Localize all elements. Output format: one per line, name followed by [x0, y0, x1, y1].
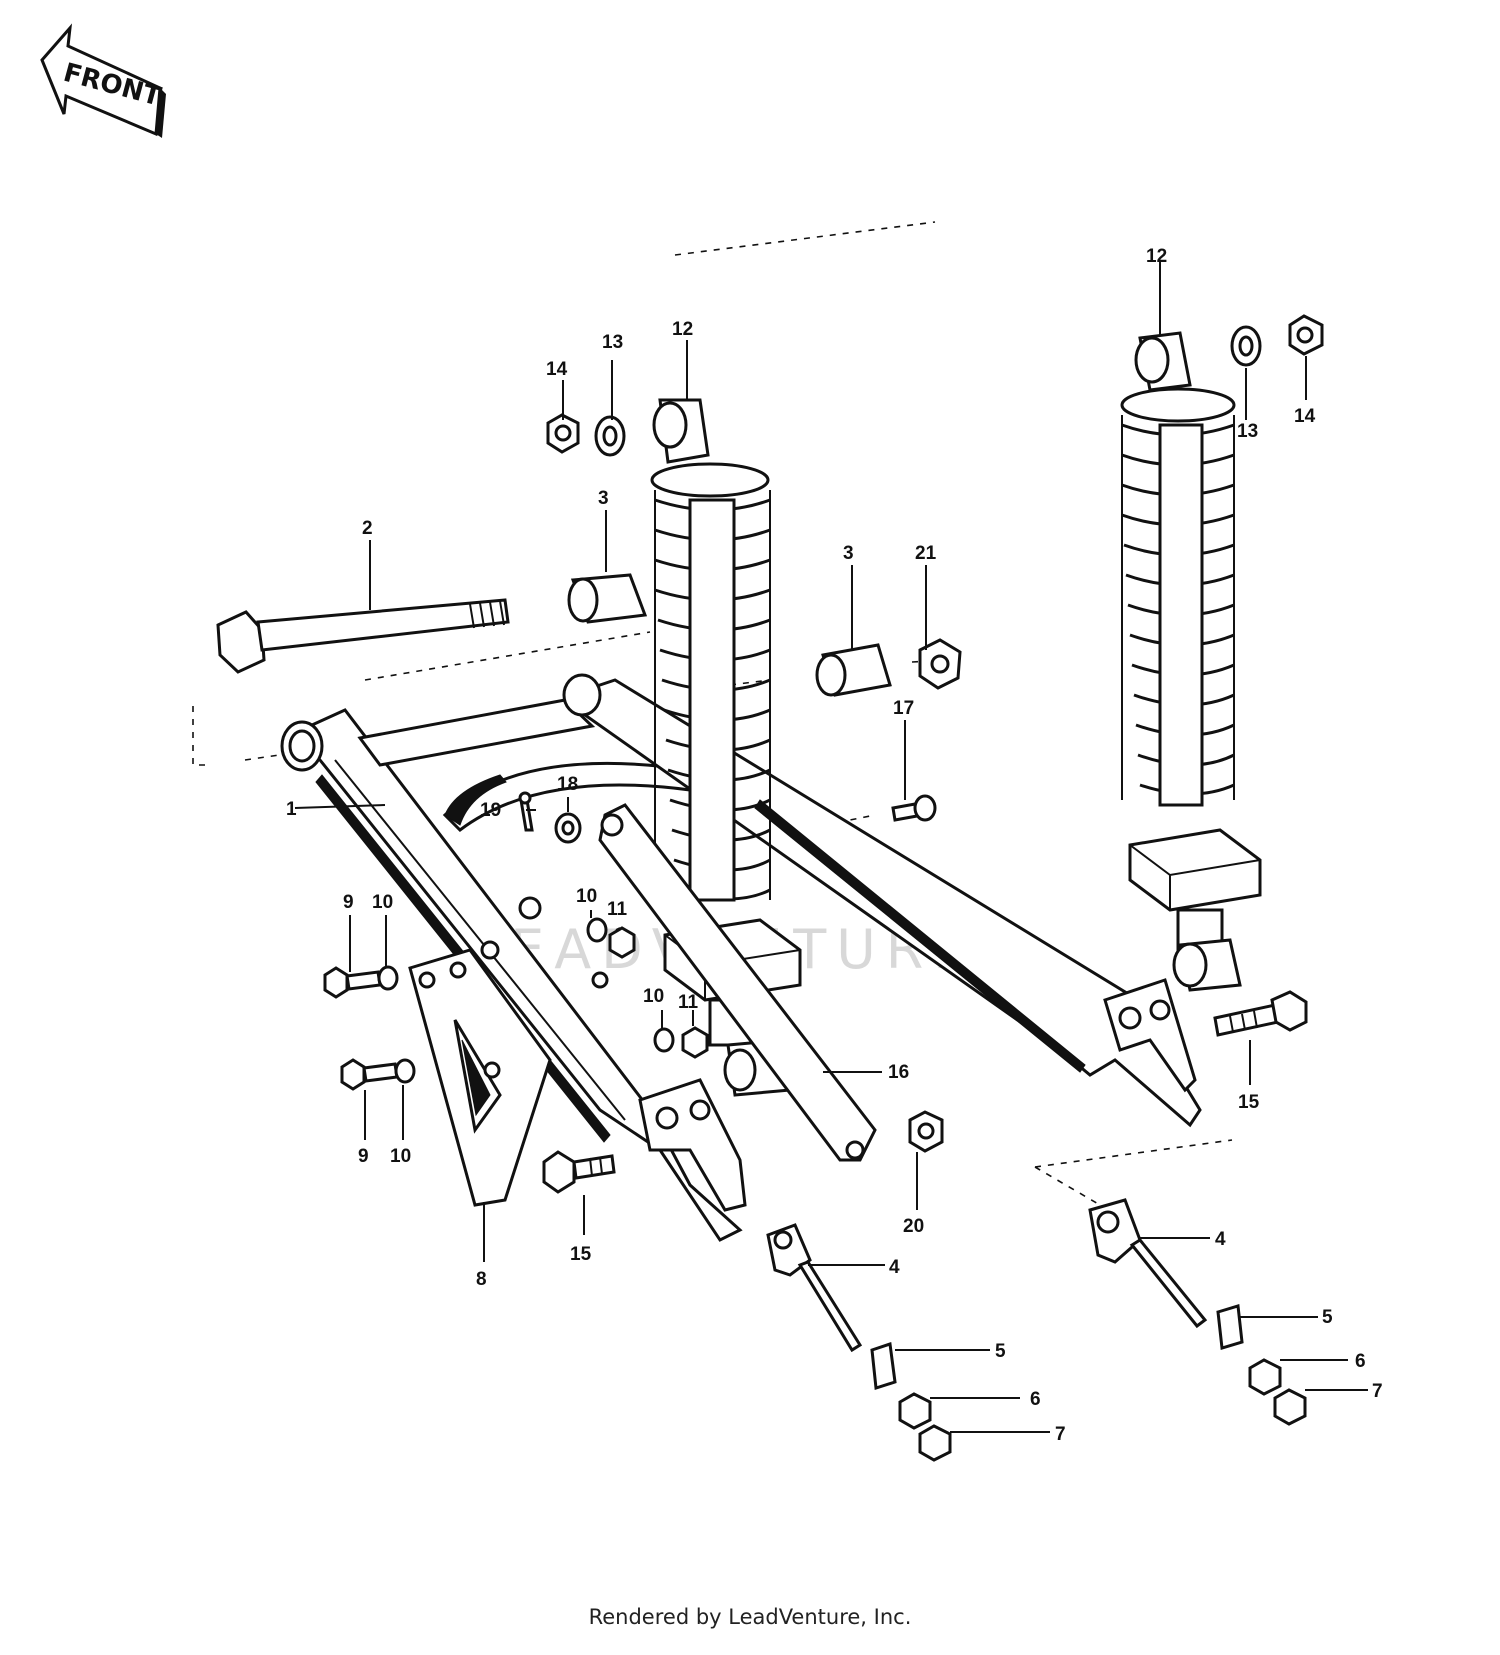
adjuster-block-5-left — [870, 1342, 897, 1390]
nut-14-right — [1288, 314, 1324, 356]
bolt-9b — [340, 1058, 399, 1091]
callout-7-left: 7 — [1055, 1424, 1066, 1445]
callout-4-left: 4 — [889, 1257, 900, 1278]
torque-link-16 — [598, 803, 877, 1162]
adjuster-block-5-right — [1216, 1304, 1244, 1350]
callout-10-bottom-left: 10 — [390, 1146, 411, 1167]
callout-9-top: 9 — [343, 892, 354, 913]
nut-7-left — [918, 1424, 952, 1462]
callout-20: 20 — [903, 1216, 924, 1237]
callout-13-right: 13 — [1237, 421, 1258, 442]
callout-7-right: 7 — [1372, 1381, 1383, 1402]
callout-18: 18 — [557, 774, 578, 795]
callout-1: 1 — [286, 799, 297, 820]
callout-12-right: 12 — [1146, 246, 1167, 267]
chain-guard-plate-8 — [408, 948, 552, 1207]
callout-13-left: 13 — [602, 332, 623, 353]
chain-adjuster-4-left — [766, 1223, 863, 1353]
callout-10-lower: 10 — [643, 986, 664, 1007]
callout-11-mid: 11 — [607, 899, 628, 920]
callout-9-bottom: 9 — [358, 1146, 369, 1167]
washer-18 — [554, 812, 582, 844]
callout-11-lower: 11 — [678, 992, 699, 1013]
nut-11a — [608, 926, 636, 959]
callout-21: 21 — [915, 543, 937, 564]
nut-7-right — [1273, 1388, 1307, 1426]
callout-10-mid: 10 — [576, 886, 597, 907]
bolt-15-left — [542, 1150, 616, 1194]
callout-5-right: 5 — [1322, 1307, 1333, 1328]
bolt-15-right — [1213, 990, 1308, 1037]
callout-16: 16 — [888, 1062, 909, 1083]
footer-credit: Rendered by LeadVenture, Inc. — [588, 1605, 912, 1629]
cotter-pin-19 — [518, 791, 534, 832]
nut-20 — [908, 1110, 944, 1153]
washer-13-left — [594, 415, 626, 457]
bolt-17 — [891, 794, 937, 822]
washer-10a — [586, 917, 608, 943]
pivot-bolt — [216, 598, 510, 674]
nut-11b — [681, 1026, 709, 1059]
callout-15-left: 15 — [570, 1244, 592, 1265]
nut-21 — [918, 638, 962, 690]
callout-14-left: 14 — [546, 359, 568, 380]
callout-10-top-left: 10 — [372, 892, 393, 913]
callout-4-right: 4 — [1215, 1229, 1226, 1250]
nut-6-left — [898, 1392, 932, 1430]
callout-6-left: 6 — [1030, 1389, 1041, 1410]
callout-17: 17 — [893, 698, 914, 719]
shock-absorber-right — [1120, 331, 1262, 992]
callout-5-left: 5 — [995, 1341, 1006, 1362]
callout-3-right: 3 — [843, 543, 854, 564]
front-arrow: FRONT — [40, 23, 166, 138]
bolt-9a — [323, 966, 382, 999]
callout-19: 19 — [480, 800, 501, 821]
shock-absorber-left — [650, 398, 802, 1097]
washer-10b — [653, 1027, 675, 1053]
sleeve-right — [815, 643, 892, 697]
callout-12-left: 12 — [672, 319, 693, 340]
washer-10c — [377, 965, 399, 991]
washer-10d — [394, 1058, 416, 1084]
callout-15-right: 15 — [1238, 1092, 1260, 1113]
washer-13-right — [1230, 325, 1262, 367]
callout-8: 8 — [476, 1269, 487, 1290]
swing-arm — [280, 673, 1202, 1242]
leader-lines — [294, 260, 1368, 1433]
nut-6-right — [1248, 1358, 1282, 1396]
sleeve-left — [567, 573, 648, 624]
callout-14-right: 14 — [1294, 406, 1316, 427]
callout-3-left: 3 — [598, 488, 609, 509]
callout-2: 2 — [362, 518, 373, 539]
nut-14-left — [546, 413, 580, 454]
chain-adjuster-4-right — [1088, 1198, 1208, 1329]
callout-numbers: 1 2 3 3 4 4 5 5 6 6 7 7 8 9 9 10 10 10 1… — [286, 246, 1383, 1445]
callout-6-right: 6 — [1355, 1351, 1366, 1372]
